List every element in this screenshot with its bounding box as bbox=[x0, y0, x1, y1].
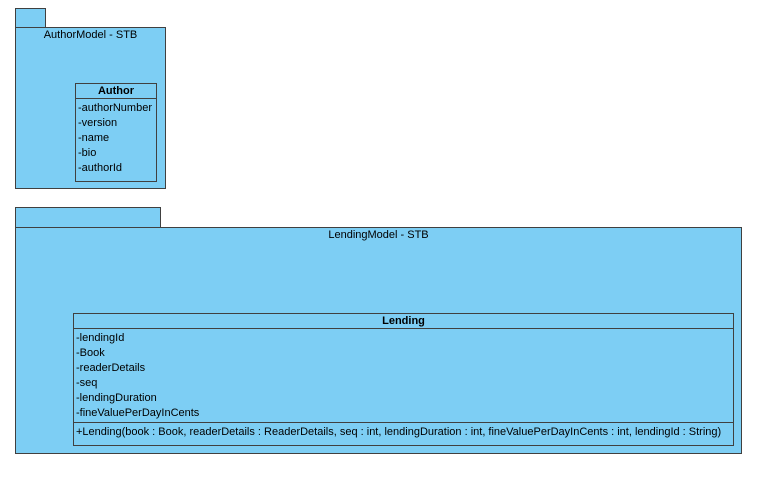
attribute-list: -authorNumber -version -name -bio -autho… bbox=[76, 99, 156, 177]
attribute: -Book bbox=[76, 347, 105, 359]
attribute-list: -lendingId -Book -readerDetails -seq -le… bbox=[74, 329, 733, 422]
attribute: -lendingDuration bbox=[76, 392, 157, 404]
attribute: -bio bbox=[78, 147, 97, 159]
attribute: -authorId bbox=[78, 162, 123, 174]
attribute: -seq bbox=[76, 377, 98, 389]
operation-list: +Lending(book : Book, readerDetails : Re… bbox=[74, 422, 733, 440]
operation: +Lending(book : Book, readerDetails : Re… bbox=[76, 426, 722, 438]
attribute: -authorNumber bbox=[78, 102, 152, 114]
lending-class[interactable]: Lending -lendingId -Book -readerDetails … bbox=[73, 313, 734, 446]
package-title: AuthorModel - STB bbox=[43, 29, 138, 41]
author-package[interactable]: AuthorModel - STB Author -authorNumber -… bbox=[15, 27, 166, 189]
attribute: -name bbox=[78, 132, 110, 144]
attribute: -readerDetails bbox=[76, 362, 146, 374]
attribute: -lendingId bbox=[76, 332, 125, 344]
author-package-tab bbox=[15, 8, 46, 28]
attribute: -fineValuePerDayInCents bbox=[76, 407, 200, 419]
attribute: -version bbox=[78, 117, 118, 129]
lending-package[interactable]: LendingModel - STB Lending -lendingId -B… bbox=[15, 227, 742, 454]
lending-package-tab bbox=[15, 207, 161, 228]
class-name: Lending bbox=[74, 314, 733, 329]
author-class[interactable]: Author -authorNumber -version -name -bio… bbox=[75, 83, 157, 182]
class-name: Author bbox=[76, 84, 156, 99]
package-title: LendingModel - STB bbox=[328, 229, 429, 241]
